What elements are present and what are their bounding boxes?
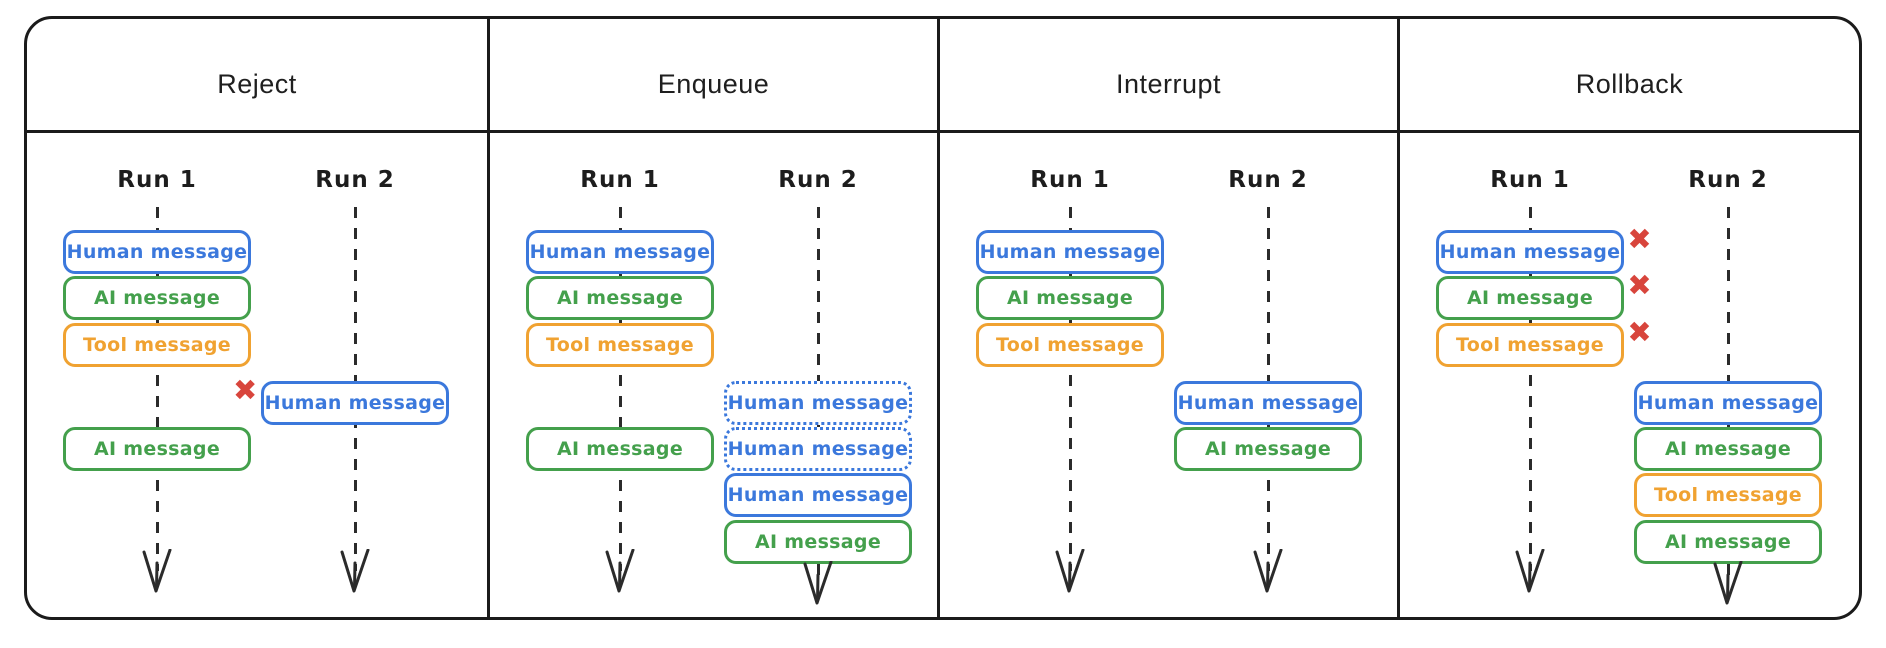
message-box-human: Human message ✖ <box>233 376 449 425</box>
message-box-ai: AI message <box>1634 427 1822 471</box>
x-mark-icon: ✖ <box>1627 268 1652 302</box>
panel-header: Reject <box>27 19 487 133</box>
message-box-tool: Tool message <box>1634 473 1822 517</box>
run-label: Run 1 <box>117 167 197 193</box>
message-box-ai: AI message <box>1634 520 1822 564</box>
x-mark-icon: ✖ <box>1627 315 1652 349</box>
message-label: AI message <box>1665 438 1791 460</box>
message-label: Tool message <box>1456 334 1604 356</box>
arrow-down-icon <box>1055 549 1085 593</box>
arrow-down-icon <box>803 561 833 605</box>
message-box-human-queued: Human message <box>724 427 912 471</box>
message-box-ai: AI message ✖ <box>1436 271 1652 320</box>
run-label: Run 2 <box>315 167 395 193</box>
message-label: Tool message <box>83 334 231 356</box>
message-label: AI message <box>1007 287 1133 309</box>
run-label: Run 2 <box>1688 167 1768 193</box>
arrow-down-icon <box>605 549 635 593</box>
message-label: Human message <box>727 392 909 414</box>
message-box-ai: AI message <box>63 427 251 471</box>
message-box-human: Human message <box>724 473 912 517</box>
message-box-human: Human message <box>1634 381 1822 425</box>
message-label: Human message <box>1637 392 1819 414</box>
message-box-ai: AI message <box>63 276 251 320</box>
message-label: Human message <box>727 438 909 460</box>
x-mark-icon: ✖ <box>1627 222 1652 256</box>
message-box-tool: Tool message <box>63 323 251 367</box>
timeline-dashed-line <box>1528 207 1532 571</box>
panel-header: Interrupt <box>940 19 1397 133</box>
panel-header: Rollback <box>1400 19 1859 133</box>
message-label: AI message <box>1205 438 1331 460</box>
message-box-ai: AI message <box>526 276 714 320</box>
message-label: AI message <box>94 438 220 460</box>
message-box-tool: Tool message <box>526 323 714 367</box>
panel-header: Enqueue <box>490 19 937 133</box>
message-box-ai: AI message <box>1174 427 1362 471</box>
message-box-human: Human message <box>526 230 714 274</box>
run-label: Run 1 <box>1030 167 1110 193</box>
panel-title: Reject <box>217 69 297 99</box>
arrow-down-icon <box>1515 549 1545 593</box>
panel-title: Enqueue <box>657 69 770 99</box>
message-box-tool: Tool message <box>976 323 1164 367</box>
arrow-down-icon <box>1253 549 1283 593</box>
message-label: AI message <box>557 438 683 460</box>
message-box-human: Human message <box>976 230 1164 274</box>
message-label: Human message <box>727 484 909 506</box>
message-box-human: Human message ✖ <box>1436 225 1652 274</box>
message-box-ai: AI message <box>724 520 912 564</box>
message-label: Tool message <box>546 334 694 356</box>
message-label: Human message <box>979 241 1161 263</box>
panel-title: Rollback <box>1575 69 1684 99</box>
message-label: Human message <box>1439 241 1621 263</box>
message-label: AI message <box>755 531 881 553</box>
run-label: Run 2 <box>1228 167 1308 193</box>
arrow-down-icon <box>142 549 172 593</box>
message-box-tool: Tool message ✖ <box>1436 318 1652 367</box>
message-box-human-queued: Human message <box>724 381 912 425</box>
message-box-human: Human message <box>63 230 251 274</box>
message-box-ai: AI message <box>526 427 714 471</box>
timeline-dashed-line <box>1068 207 1072 571</box>
run-column-2: Run 2 Human message ✖ <box>233 133 450 617</box>
panel-title: Interrupt <box>1115 69 1222 99</box>
run-label: Run 1 <box>1490 167 1570 193</box>
x-mark-icon: ✖ <box>233 373 258 407</box>
message-label: AI message <box>557 287 683 309</box>
message-box-ai: AI message <box>976 276 1164 320</box>
message-label: AI message <box>1665 531 1791 553</box>
message-label: Tool message <box>1654 484 1802 506</box>
message-label: Human message <box>529 241 711 263</box>
timeline-dashed-line <box>618 207 622 571</box>
message-label: AI message <box>94 287 220 309</box>
timeline-dashed-line <box>155 207 159 571</box>
message-label: Tool message <box>996 334 1144 356</box>
run-label: Run 2 <box>778 167 858 193</box>
message-label: Human message <box>264 392 446 414</box>
run-label: Run 1 <box>580 167 660 193</box>
arrow-down-icon <box>340 549 370 593</box>
message-label: Human message <box>1177 392 1359 414</box>
message-label: AI message <box>1467 287 1593 309</box>
message-label: Human message <box>66 241 248 263</box>
message-box-human: Human message <box>1174 381 1362 425</box>
arrow-down-icon <box>1713 561 1743 605</box>
run-column-2: Run 2 Human message AI message <box>1173 133 1363 617</box>
